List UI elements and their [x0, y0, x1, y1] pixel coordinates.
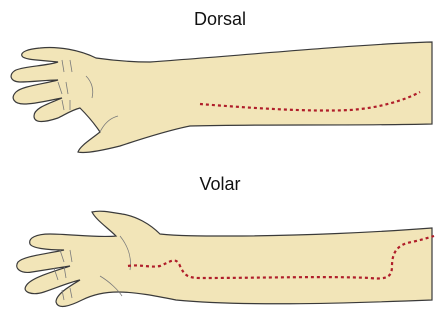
volar-arm — [17, 211, 434, 306]
volar-arm-body — [17, 211, 432, 306]
